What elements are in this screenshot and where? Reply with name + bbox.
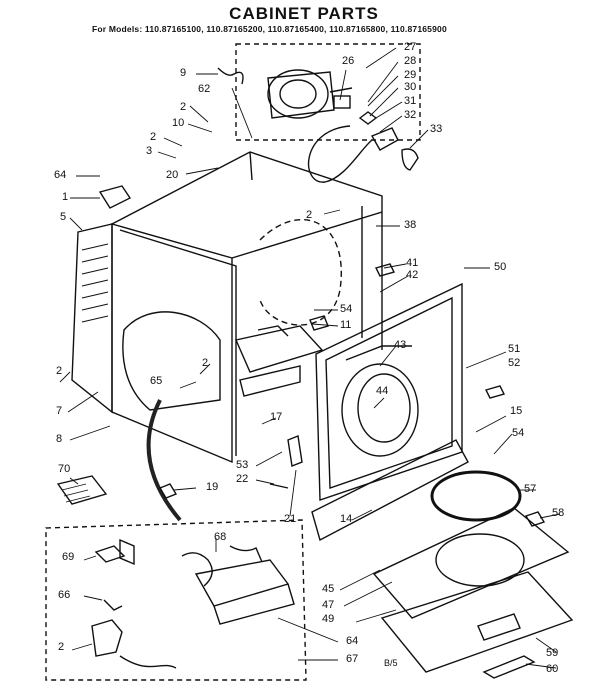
callout-label: 41	[406, 257, 419, 269]
callout-label: 68	[214, 531, 227, 543]
callout-label: 2	[202, 357, 209, 369]
callout-label: 44	[376, 385, 389, 397]
callout-label: 49	[322, 613, 335, 625]
callout-label: 65	[150, 375, 163, 387]
diagram-title: CABINET PARTS	[229, 4, 379, 23]
motor-wire	[217, 67, 244, 85]
callout-label: 19	[206, 481, 219, 493]
callout-label: 64	[54, 169, 67, 181]
callout-label: 21	[284, 513, 297, 525]
callout-label: 47	[322, 599, 335, 611]
model-list: For Models: 110.87165100, 110.87165200, …	[92, 24, 447, 34]
bracket-part	[98, 185, 132, 209]
drive-belt	[307, 125, 373, 183]
idler-pulley-bracket	[370, 127, 399, 151]
belt-switch	[401, 148, 419, 171]
motor-inset-box	[235, 43, 421, 141]
callout-label: 54	[340, 303, 353, 315]
callout-label: 14	[340, 513, 353, 525]
callout-label: 20	[166, 169, 179, 181]
callout-label: 11	[340, 319, 352, 331]
callout-label: 50	[494, 261, 507, 273]
callout-label: 15	[510, 405, 523, 417]
callout-label: 60	[546, 663, 559, 675]
callout-label: 42	[406, 269, 419, 281]
page-code: B/5	[384, 658, 398, 668]
callout-label: 67	[346, 653, 359, 665]
callout-label: 9	[180, 67, 187, 79]
callout-label: 33	[430, 123, 443, 135]
callout-label: 30	[404, 81, 417, 93]
callout-label: 32	[404, 109, 417, 121]
callout-label: 7	[56, 405, 63, 417]
callout-label: 54	[512, 427, 525, 439]
callout-label: 70	[58, 463, 71, 475]
callout-label: 5	[60, 211, 67, 223]
callout-label: 28	[404, 55, 417, 67]
callout-label: 58	[552, 507, 565, 519]
callout-label: 29	[404, 69, 417, 81]
callout-label: 3	[146, 145, 153, 157]
drive-motor	[267, 69, 353, 119]
callout-label: 45	[322, 583, 335, 595]
callout-label: 66	[58, 589, 71, 601]
callout-label: 1	[62, 191, 69, 203]
callout-label: 31	[404, 95, 417, 107]
callout-label: 2	[56, 365, 63, 377]
callout-label: 62	[198, 83, 211, 95]
callout-label: 51	[508, 343, 521, 355]
callout-label: 22	[236, 473, 249, 485]
idler-bracket	[358, 111, 378, 125]
callout-label: 10	[172, 117, 185, 129]
door-seal	[430, 470, 522, 522]
cord-clamp	[158, 483, 178, 499]
motor-mount	[333, 95, 351, 109]
door-handle	[482, 655, 536, 679]
callout-label: 2	[58, 641, 65, 653]
callout-label: 2	[306, 209, 313, 221]
callout-label: 2	[180, 101, 187, 113]
callout-label: 26	[342, 55, 355, 67]
callout-label: 8	[56, 433, 63, 445]
side-panel	[71, 223, 113, 414]
components-inset-box	[45, 519, 307, 681]
instruction-sheet	[56, 475, 108, 505]
callout-label: 52	[508, 357, 521, 369]
callout-label: 38	[404, 219, 417, 231]
toe-panel	[311, 439, 469, 542]
power-cord	[146, 399, 182, 522]
callout-label: 17	[270, 411, 283, 423]
callout-label: 43	[394, 339, 407, 351]
callout-label: 2	[150, 131, 157, 143]
callout-label: 27	[404, 41, 417, 53]
front-panel	[315, 282, 463, 501]
callout-label: 53	[236, 459, 249, 471]
door	[372, 507, 574, 673]
callout-label: 64	[346, 635, 359, 647]
callout-label: 57	[524, 483, 537, 495]
callout-label: 59	[546, 647, 559, 659]
callout-label: 69	[62, 551, 75, 563]
